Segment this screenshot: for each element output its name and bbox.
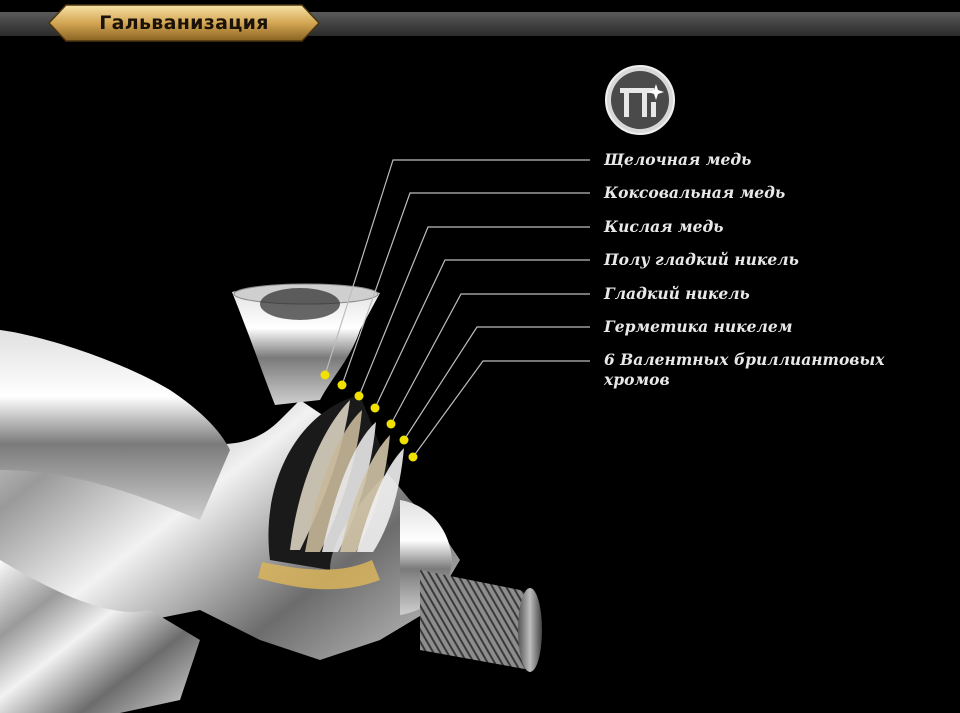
layer-marker (386, 419, 396, 429)
title-badge (48, 4, 320, 42)
layer-marker (337, 380, 347, 390)
layer-marker (320, 370, 330, 380)
threaded-pipe (420, 570, 542, 672)
layer-label-semi-bright-nickel: Полу гладкий никель (604, 250, 799, 269)
layer-label-coking-copper: Коксовальная медь (604, 183, 786, 202)
leader-lines (324, 159, 590, 458)
layer-markers (320, 370, 418, 462)
layer-label-sealing-nickel: Герметика никелем (604, 317, 793, 336)
layer-label-chrome: 6 Валентных бриллиантовых хромов (604, 350, 885, 389)
layer-marker (408, 452, 418, 462)
layer-label-alkaline-copper: Щелочная медь (604, 150, 752, 169)
layer-label-bright-nickel: Гладкий никель (604, 284, 750, 303)
brand-logo-icon (605, 65, 675, 135)
page-title: Гальванизация (99, 12, 269, 34)
faucet-lower-arm (0, 560, 200, 713)
layer-marker (354, 391, 364, 401)
plating-layers-cutaway (258, 395, 404, 590)
faucet-spout (0, 330, 230, 520)
layer-marker (399, 435, 409, 445)
layer-label-acid-copper: Кислая медь (604, 217, 724, 236)
layer-marker (370, 403, 380, 413)
